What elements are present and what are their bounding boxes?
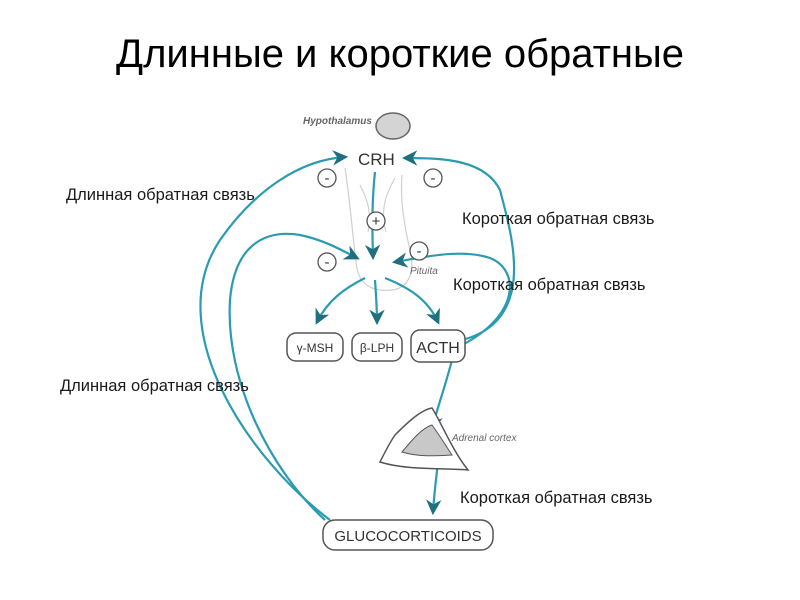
long-feedback-label-bottom: Длинная обратная связь [60,377,249,395]
beta-lph-label: β-LPH [360,341,394,355]
minus-label-1: - [325,170,330,187]
arrow-to-acth [384,276,440,325]
acth-label: ACTH [416,340,460,357]
hypothalamus-shape [375,112,411,140]
short-feedback-label-top: Короткая обратная связь [462,210,655,228]
long-feedback-label-top: Длинная обратная связь [66,186,255,204]
inhibit-sign-left-crh [317,168,337,188]
title-line-2: связи [0,86,800,96]
short-feedback-arrow-to-crh [401,150,516,342]
gamma-msh-label: γ-MSH [297,341,334,355]
arrow-to-gamma-msh [315,277,366,325]
adrenal-cortex-label: Adrenal cortex [451,433,517,444]
beta-lph-box: β-LPH [351,332,403,362]
minus-label-3: - [325,254,330,271]
short-feedback-label-middle: Короткая обратная связь [453,276,646,294]
adrenal-cortex-shape [378,407,470,471]
page-title: Длинные и короткие обратные связи [0,26,800,96]
hypothalamus-label: Hypothalamus [303,116,372,127]
gamma-msh-box: γ-MSH [286,332,344,362]
pituitary-label: Pituita [410,266,438,277]
short-feedback-label-bottom: Короткая обратная связь [460,489,653,507]
long-feedback-arrow-to-pituitary [228,232,360,521]
crh-label: CRH [358,150,395,169]
plus-label: + [372,213,381,230]
inhibit-sign-left-pituitary [317,252,337,272]
minus-label-2: - [431,170,436,187]
inhibit-sign-right-crh [423,168,443,188]
arrow-to-beta-lph [369,279,385,326]
anatomy-outline [344,167,413,291]
glucocorticoids-box: GLUCOCORTICOIDS [322,519,494,551]
glucocorticoids-label: GLUCOCORTICOIDS [334,528,481,545]
stimulate-sign [366,211,386,231]
minus-label-4: - [417,243,422,260]
long-feedback-arrow-to-crh [199,150,349,521]
acth-box: ACTH [410,329,466,363]
inhibit-sign-right-pituitary [409,241,429,261]
title-line-1: Длинные и короткие обратные [115,32,685,76]
